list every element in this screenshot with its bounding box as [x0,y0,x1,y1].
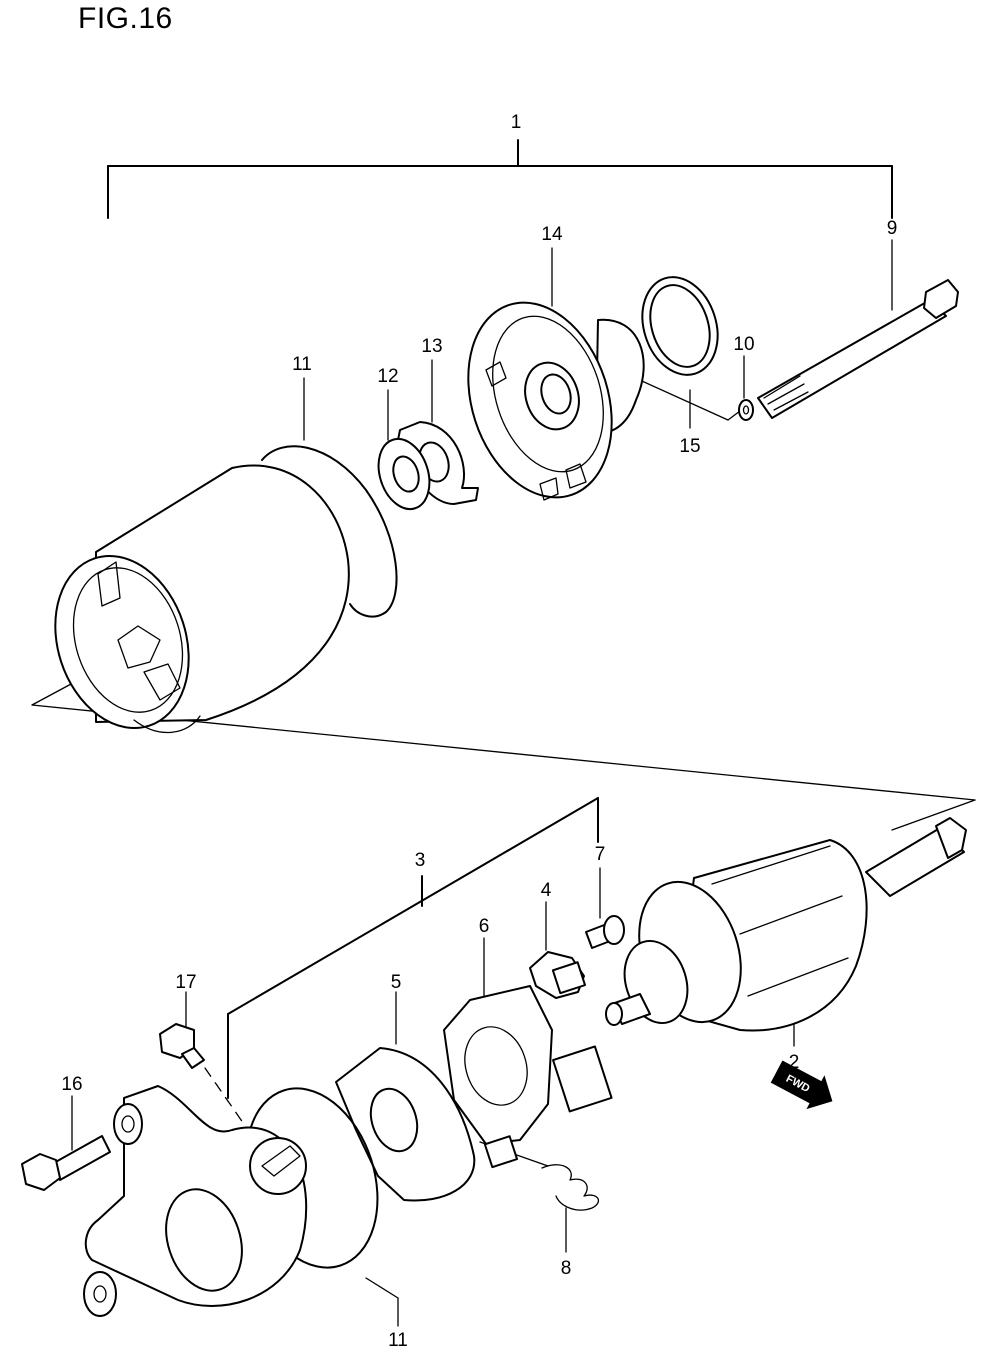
callout-14: 14 [541,224,563,245]
callout-2: 2 [789,1052,800,1073]
o-ring-yoke-rear [261,445,398,618]
o-ring-front [641,276,719,376]
through-bolt [757,279,959,419]
brush-spring [541,1164,600,1211]
callout-11-bottom: 11 [388,1330,408,1351]
assembly-bracket-1 [107,139,893,219]
callout-5: 5 [391,972,402,993]
brush-holder [443,985,613,1169]
callout-11-top: 11 [292,354,312,375]
front-housing [467,301,645,501]
washer [738,399,754,421]
thrust-washer [377,437,431,511]
callout-9: 9 [887,218,898,239]
rear-end-cover [83,1085,308,1317]
figure-title: FIG.16 [78,2,173,35]
callout-numbers: 1 9 14 13 10 11 12 15 3 7 4 6 17 5 2 16 … [61,112,897,1351]
callout-10: 10 [733,334,754,355]
callout-8: 8 [561,1258,572,1279]
callout-16: 16 [61,1074,82,1095]
forward-direction-badge: FWD [770,1060,833,1110]
yoke-housing [54,464,350,734]
terminal-bolt [159,1023,205,1069]
mounting-bolt [21,1135,111,1191]
callout-17: 17 [175,972,196,993]
callout-15: 15 [679,436,700,457]
callout-7: 7 [595,844,606,865]
brush-plate [335,1047,476,1202]
callout-6: 6 [479,916,490,937]
armature [605,817,967,1032]
callout-3: 3 [415,850,426,871]
assembly-bracket-3 [227,797,599,1099]
brush-terminal [529,951,587,999]
callout-12: 12 [377,366,398,387]
callout-1: 1 [511,112,522,133]
callout-4: 4 [541,880,552,901]
brush-holder-screw [585,915,625,949]
callout-13: 13 [421,336,442,357]
